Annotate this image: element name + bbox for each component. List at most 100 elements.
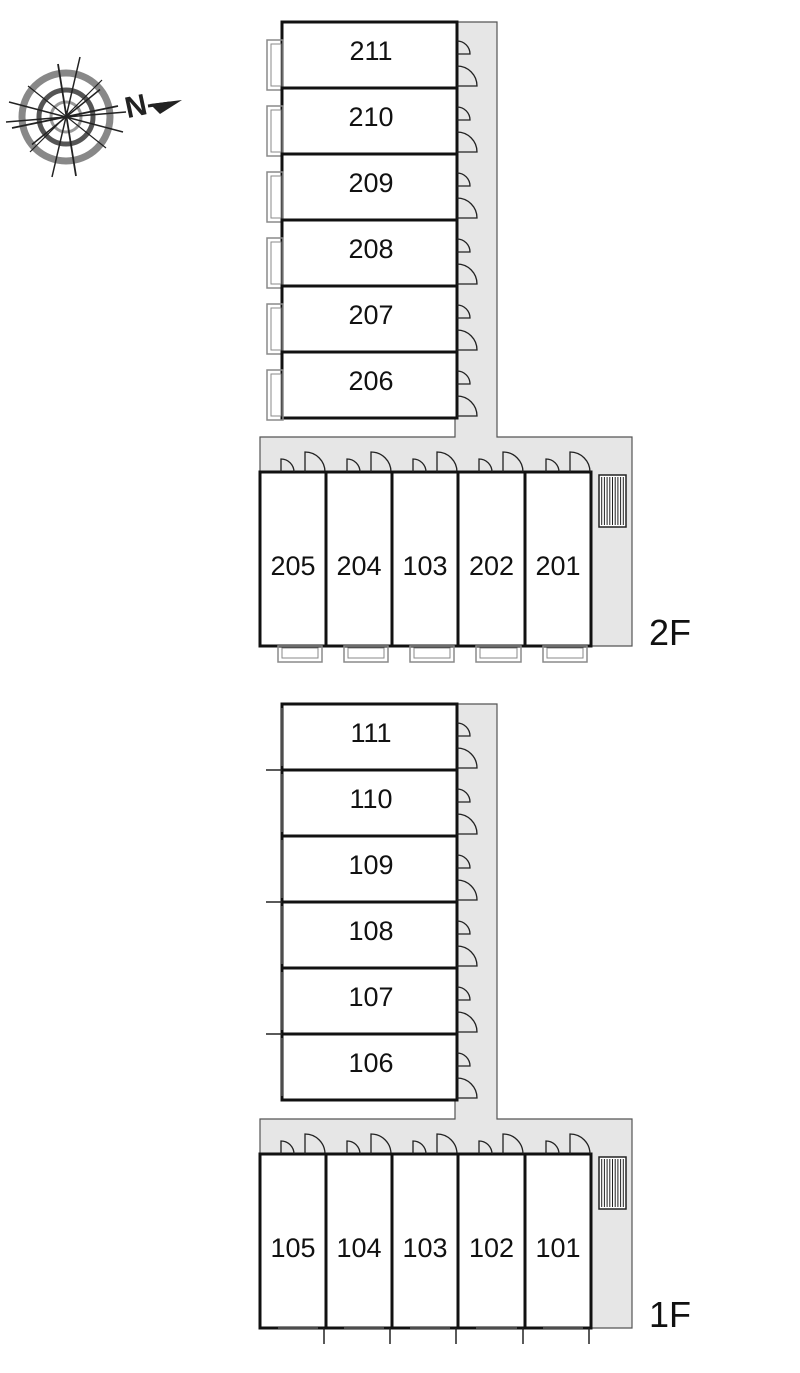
door-icon: [456, 304, 471, 319]
balcony: [266, 303, 284, 355]
door-icon: [456, 1052, 471, 1067]
unit-outline: [280, 86, 459, 156]
unit-label-211: 211: [349, 36, 392, 66]
side-unit-211: 211: [266, 20, 478, 91]
door-icon: [304, 1133, 326, 1155]
unit-label-102: 102: [469, 1233, 514, 1263]
row-unit-202: 202: [456, 451, 527, 663]
unit-label-208: 208: [348, 234, 393, 264]
stairs-icon: [598, 474, 627, 528]
balcony-inner: [546, 647, 584, 659]
door-icon: [569, 1133, 591, 1155]
floor-label-2f: 2F: [649, 612, 691, 653]
door-icon: [569, 451, 591, 473]
unit-label-206: 206: [348, 366, 393, 396]
door-icon: [346, 1140, 361, 1155]
compass-ring-center: [49, 100, 83, 134]
door-icon: [412, 1140, 427, 1155]
balcony-inner: [270, 241, 282, 285]
side-unit-106: 106: [266, 1032, 478, 1102]
door-icon: [456, 813, 478, 835]
unit-label-101: 101: [535, 1233, 580, 1263]
unit-label-110: 110: [349, 784, 392, 814]
door-icon: [545, 458, 560, 473]
row-unit-103: 103: [390, 451, 460, 663]
door-icon: [346, 458, 361, 473]
side-unit-111: 111: [280, 702, 478, 772]
balcony: [475, 645, 522, 663]
side-unit-108: 108: [266, 900, 478, 970]
unit-label-209: 209: [348, 168, 393, 198]
north-label: N: [122, 88, 150, 125]
door-icon: [456, 172, 471, 187]
unit-label-111: 111: [350, 718, 391, 748]
unit-outline: [280, 284, 459, 354]
unit-label-205: 205: [270, 551, 315, 581]
door-icon: [456, 747, 478, 769]
unit-label-108: 108: [348, 916, 393, 946]
row-unit-201: 201: [523, 451, 593, 663]
balcony: [277, 645, 323, 663]
unit-label-107: 107: [348, 982, 393, 1012]
unit-outline: [280, 152, 459, 222]
door-icon: [412, 458, 427, 473]
unit-outline: [258, 1152, 328, 1330]
door-icon: [280, 458, 295, 473]
door-icon: [456, 65, 478, 87]
side-unit-109: 109: [280, 834, 478, 904]
door-icon: [436, 451, 458, 473]
balcony-inner: [270, 373, 282, 417]
compass-axis: [57, 63, 77, 177]
balcony-inner: [413, 647, 451, 659]
door-icon: [456, 986, 471, 1001]
balcony-inner: [479, 647, 518, 659]
balcony-inner: [270, 175, 282, 219]
compass-rose: N: [5, 56, 182, 178]
door-icon: [456, 370, 471, 385]
unit-label-210: 210: [348, 102, 393, 132]
row-unit-205: 205: [258, 451, 328, 663]
north-arrow-shaft: [147, 101, 171, 108]
door-icon: [456, 40, 471, 55]
unit-outline: [390, 470, 460, 648]
unit-outline: [280, 966, 459, 1036]
door-icon: [456, 1011, 478, 1033]
balcony: [266, 105, 284, 157]
side-unit-209: 209: [266, 152, 478, 223]
balcony-inner: [347, 647, 385, 659]
balcony: [266, 237, 284, 289]
door-icon: [456, 788, 471, 803]
stairs-icon: [598, 1156, 627, 1210]
unit-outline: [280, 218, 459, 288]
unit-label-202: 202: [469, 551, 514, 581]
door-icon: [456, 263, 478, 285]
door-icon: [456, 329, 478, 351]
balcony: [266, 369, 284, 421]
side-unit-207: 207: [266, 284, 478, 355]
balcony: [266, 39, 284, 91]
balcony: [542, 645, 588, 663]
unit-label-207: 207: [348, 300, 393, 330]
unit-label-103: 103: [402, 551, 447, 581]
door-icon: [456, 722, 471, 737]
unit-outline: [280, 1032, 459, 1102]
side-unit-206: 206: [266, 350, 478, 421]
unit-outline: [523, 1152, 593, 1330]
unit-label-106: 106: [348, 1048, 393, 1078]
door-icon: [456, 131, 478, 153]
row-unit-102: 102: [456, 1133, 527, 1344]
row-unit-104: 104: [324, 1133, 394, 1344]
door-icon: [456, 197, 478, 219]
door-icon: [370, 451, 392, 473]
side-unit-208: 208: [266, 218, 478, 289]
door-icon: [456, 238, 471, 253]
compass-ring-inner: [36, 87, 96, 147]
balcony: [409, 645, 455, 663]
side-unit-210: 210: [266, 86, 478, 157]
door-icon: [456, 395, 478, 417]
unit-label-103: 103: [402, 1233, 447, 1263]
side-unit-110: 110: [266, 768, 478, 838]
door-icon: [280, 1140, 295, 1155]
